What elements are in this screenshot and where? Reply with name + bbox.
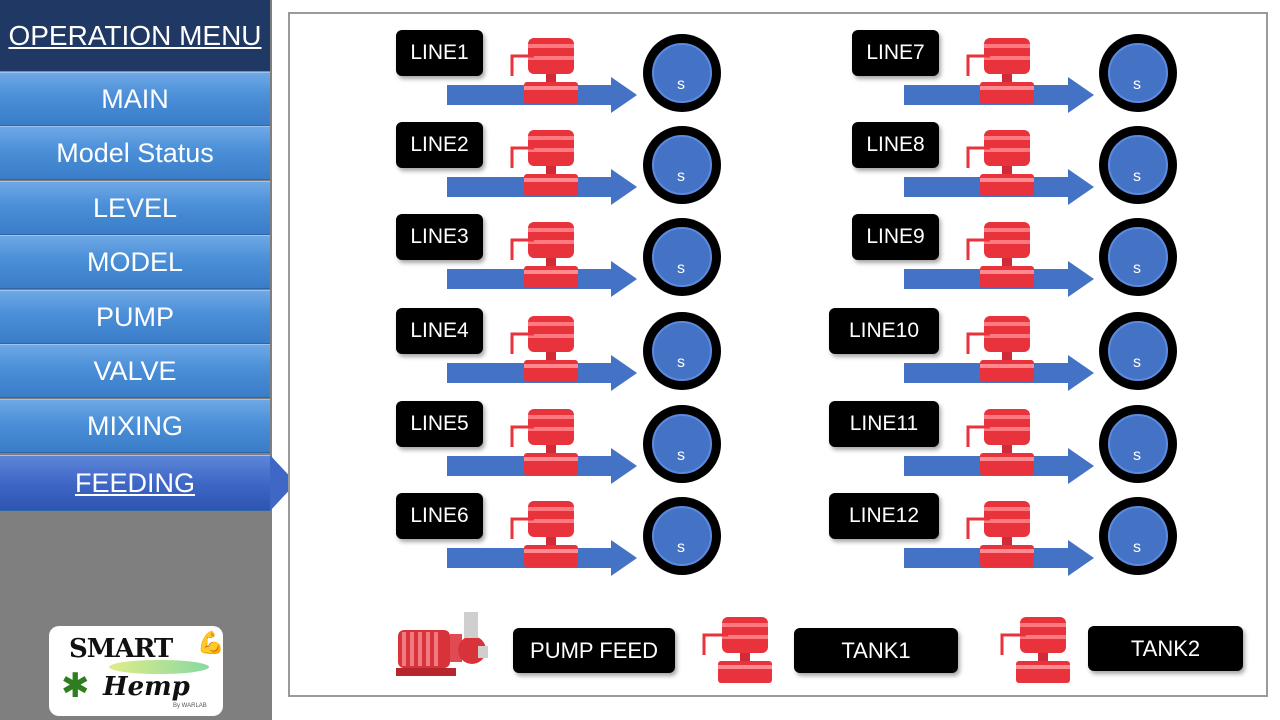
menu-item-valve[interactable]: VALVE <box>0 344 270 398</box>
line5-timer-gauge[interactable]: s <box>643 405 721 483</box>
sidebar: OPERATION MENU MAIN Model Status LEVEL M… <box>0 0 272 720</box>
line11-valve-icon[interactable] <box>960 407 1040 477</box>
pump-feed-label[interactable]: PUMP FEED <box>513 628 675 673</box>
line2-timer-gauge[interactable]: s <box>643 126 721 204</box>
line9-flow-arrow <box>1068 261 1094 297</box>
pump-icon <box>396 612 488 676</box>
gauge-face <box>1108 506 1168 566</box>
line7-flow-arrow <box>1068 77 1094 113</box>
tank2-label[interactable]: TANK2 <box>1088 626 1243 671</box>
menu-item-level[interactable]: LEVEL <box>0 181 270 235</box>
line9-label[interactable]: LINE9 <box>852 214 939 260</box>
line12-flow-arrow <box>1068 540 1094 576</box>
line4-label[interactable]: LINE4 <box>396 308 483 354</box>
line7-timer-gauge[interactable]: s <box>1099 34 1177 112</box>
line8-unit: s <box>1133 168 1141 185</box>
line3-unit: s <box>677 260 685 277</box>
line10-unit: s <box>1133 354 1141 371</box>
line1-flow-arrow <box>611 77 637 113</box>
line10-flow-arrow <box>1068 355 1094 391</box>
line1-valve-icon[interactable] <box>504 36 584 106</box>
line3-label[interactable]: LINE3 <box>396 214 483 260</box>
line5-label[interactable]: LINE5 <box>396 401 483 447</box>
line2-label[interactable]: LINE2 <box>396 122 483 168</box>
menu-item-pump[interactable]: PUMP <box>0 290 270 344</box>
menu-item-main[interactable]: MAIN <box>0 72 270 126</box>
line4-valve-icon[interactable] <box>504 314 584 384</box>
line12-unit: s <box>1133 539 1141 556</box>
line2-valve-icon[interactable] <box>504 128 584 198</box>
line7-unit: s <box>1133 76 1141 93</box>
line9-unit: s <box>1133 260 1141 277</box>
line6-label[interactable]: LINE6 <box>396 493 483 539</box>
line6-timer-gauge[interactable]: s <box>643 497 721 575</box>
line10-label[interactable]: LINE10 <box>829 308 939 354</box>
logo-swoosh <box>109 660 209 674</box>
line5-valve-icon[interactable] <box>504 407 584 477</box>
line11-label[interactable]: LINE11 <box>829 401 939 447</box>
line3-valve-icon[interactable] <box>504 220 584 290</box>
tank1-valve-icon <box>702 617 772 683</box>
hemp-leaf-icon: ✱ <box>61 667 90 705</box>
line10-timer-gauge[interactable]: s <box>1099 312 1177 390</box>
gauge-face <box>652 135 712 195</box>
line12-label[interactable]: LINE12 <box>829 493 939 539</box>
line10-valve-icon[interactable] <box>960 314 1040 384</box>
line4-unit: s <box>677 354 685 371</box>
line7-label[interactable]: LINE7 <box>852 30 939 76</box>
menu-title: OPERATION MENU <box>0 0 270 72</box>
line8-label[interactable]: LINE8 <box>852 122 939 168</box>
gauge-face <box>652 506 712 566</box>
gauge-face <box>1108 43 1168 103</box>
line6-valve-icon[interactable] <box>504 499 584 569</box>
logo-text-hemp: Hemp <box>103 672 190 702</box>
line11-flow-arrow <box>1068 448 1094 484</box>
menu-item-feeding[interactable]: FEEDING <box>0 455 270 511</box>
line8-valve-icon[interactable] <box>960 128 1040 198</box>
line1-unit: s <box>677 76 685 93</box>
line3-timer-gauge[interactable]: s <box>643 218 721 296</box>
menu-item-model-status[interactable]: Model Status <box>0 126 270 180</box>
line12-timer-gauge[interactable]: s <box>1099 497 1177 575</box>
gauge-face <box>1108 414 1168 474</box>
line7-valve-icon[interactable] <box>960 36 1040 106</box>
line9-valve-icon[interactable] <box>960 220 1040 290</box>
line2-flow-arrow <box>611 169 637 205</box>
gauge-face <box>652 321 712 381</box>
line5-flow-arrow <box>611 448 637 484</box>
line8-timer-gauge[interactable]: s <box>1099 126 1177 204</box>
smart-hemp-logo: SMART 💪 ✱ Hemp By WARLAB <box>49 626 225 716</box>
gauge-face <box>1108 227 1168 287</box>
tank2-valve-icon <box>1000 617 1070 683</box>
line5-unit: s <box>677 447 685 464</box>
line3-flow-arrow <box>611 261 637 297</box>
line1-label[interactable]: LINE1 <box>396 30 483 76</box>
line12-valve-icon[interactable] <box>960 499 1040 569</box>
line6-unit: s <box>677 539 685 556</box>
line11-unit: s <box>1133 447 1141 464</box>
line6-flow-arrow <box>611 540 637 576</box>
gauge-face <box>1108 135 1168 195</box>
flexed-arm-icon: 💪 <box>197 630 225 655</box>
logo-text-smart: SMART <box>69 634 173 664</box>
line2-unit: s <box>677 168 685 185</box>
line4-timer-gauge[interactable]: s <box>643 312 721 390</box>
line9-timer-gauge[interactable]: s <box>1099 218 1177 296</box>
gauge-face <box>652 227 712 287</box>
gauge-face <box>652 414 712 474</box>
menu-item-model[interactable]: MODEL <box>0 235 270 289</box>
line1-timer-gauge[interactable]: s <box>643 34 721 112</box>
line8-flow-arrow <box>1068 169 1094 205</box>
gauge-face <box>652 43 712 103</box>
tank1-label[interactable]: TANK1 <box>794 628 958 673</box>
menu-item-mixing[interactable]: MIXING <box>0 399 270 453</box>
line4-flow-arrow <box>611 355 637 391</box>
logo-byline: By WARLAB <box>173 703 207 709</box>
gauge-face <box>1108 321 1168 381</box>
line11-timer-gauge[interactable]: s <box>1099 405 1177 483</box>
